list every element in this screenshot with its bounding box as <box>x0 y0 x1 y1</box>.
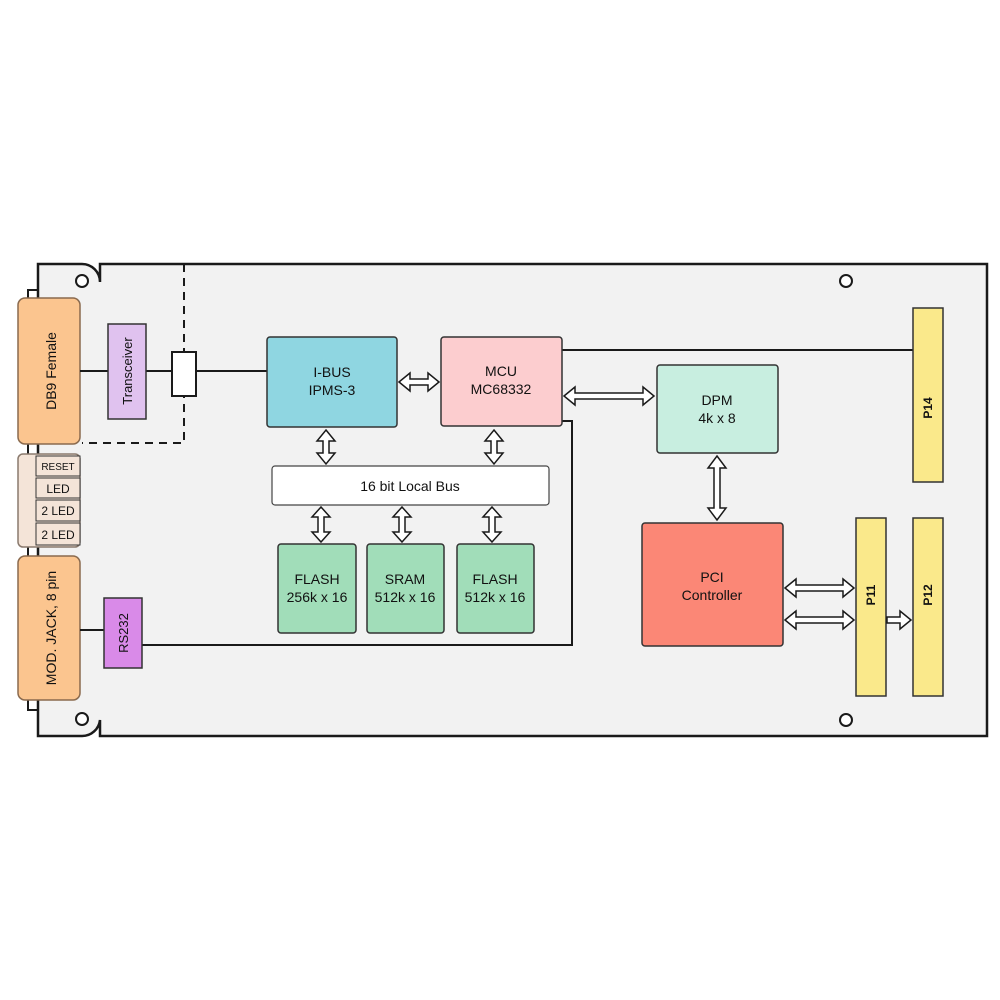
transceiver-block <box>107 323 147 420</box>
ibus-label-line2: IPMS-3 <box>309 382 356 398</box>
arrow-ibus-mcu <box>397 371 441 393</box>
led2-indicator-a <box>35 499 81 522</box>
rs232-block <box>103 597 143 669</box>
led-indicator <box>35 477 81 499</box>
local-bus-block <box>271 465 550 506</box>
bus-arrows <box>310 371 913 631</box>
isolator-block <box>171 351 197 397</box>
ibus-label-line1: I-BUS <box>313 364 350 380</box>
pci-controller-block <box>641 522 784 647</box>
mcu-label-line1: MCU <box>485 363 517 379</box>
led-label: LED <box>46 482 70 496</box>
transceiver-label: Transceiver <box>120 337 135 405</box>
arrow-p11-p12 <box>886 609 913 631</box>
mcu-label-line2: MC68332 <box>471 381 532 397</box>
mod-jack-label: MOD. JACK, 8 pin <box>43 571 59 685</box>
p11-header <box>855 517 887 697</box>
flash2-label-line1: FLASH <box>472 571 517 587</box>
p12-label: P12 <box>921 584 935 606</box>
dpm-label-line1: DPM <box>701 392 732 408</box>
arrow-localbus-flash1 <box>310 505 332 544</box>
mounting-hole-top-right <box>839 274 853 288</box>
pci-label-line2: Controller <box>682 587 743 603</box>
arrow-mcu-dpm <box>562 385 656 407</box>
p14-label: P14 <box>921 397 935 419</box>
local-bus-label: 16 bit Local Bus <box>360 478 460 494</box>
reset-button[interactable] <box>35 455 81 477</box>
arrow-localbus-sram <box>391 505 413 544</box>
rs232-label: RS232 <box>116 613 131 653</box>
flash1-label-line1: FLASH <box>294 571 339 587</box>
led2-label-b: 2 LED <box>41 528 75 542</box>
arrow-dpm-pci <box>706 454 728 522</box>
flash1-block <box>277 543 357 634</box>
p12-header <box>912 517 944 697</box>
sram-label-line1: SRAM <box>385 571 425 587</box>
reset-label: RESET <box>41 462 74 473</box>
mounting-hole-bottom-right <box>839 713 853 727</box>
arrow-localbus-flash2 <box>481 505 503 544</box>
p14-header <box>912 307 944 483</box>
wire-mcu-rs232 <box>142 420 573 646</box>
dashed-isolation-boundary <box>82 264 185 444</box>
arrow-ibus-localbus <box>315 428 337 466</box>
dpm-block <box>656 364 779 454</box>
db9-label: DB9 Female <box>43 332 59 410</box>
sram-label-line2: 512k x 16 <box>375 589 436 605</box>
arrow-mcu-localbus <box>483 428 505 466</box>
led2-indicator-b <box>35 522 81 546</box>
flash2-label-line2: 512k x 16 <box>465 589 526 605</box>
arrow-pci-p11-bottom <box>783 609 856 631</box>
mounting-hole-top-left <box>75 274 89 288</box>
sram-block <box>366 543 445 634</box>
pci-label-line1: PCI <box>700 569 723 585</box>
arrow-pci-p11-top <box>783 577 856 599</box>
flash2-block <box>456 543 535 634</box>
p11-label: P11 <box>864 584 878 605</box>
ibus-block <box>266 336 398 428</box>
flash1-label-line2: 256k x 16 <box>287 589 348 605</box>
dpm-label-line2: 4k x 8 <box>698 410 736 426</box>
mod-jack-connector <box>17 555 81 701</box>
led2-label-a: 2 LED <box>41 504 75 518</box>
mounting-hole-bottom-left <box>75 712 89 726</box>
mcu-block <box>440 336 563 427</box>
